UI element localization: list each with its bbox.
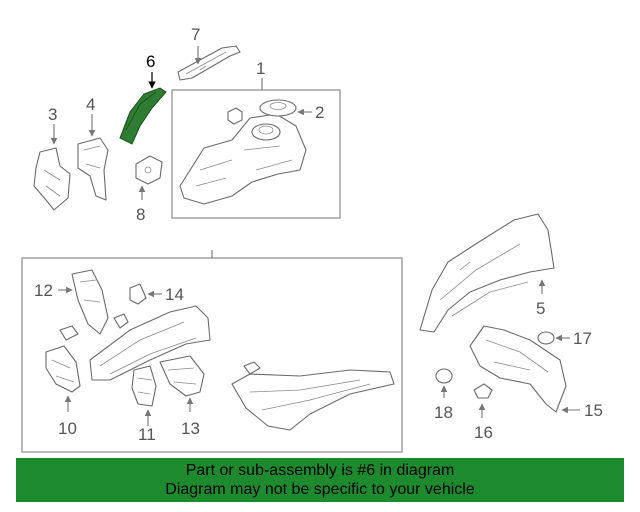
- callout-5: 5: [536, 299, 545, 318]
- callout-17: 17: [573, 329, 592, 348]
- part-18[interactable]: [435, 368, 453, 384]
- callout-16: 16: [474, 423, 493, 442]
- callout-2: 2: [315, 103, 324, 122]
- part-12[interactable]: [71, 269, 109, 335]
- part-15[interactable]: [469, 325, 567, 413]
- callout-3: 3: [48, 105, 57, 124]
- callout-6: 6: [146, 52, 155, 71]
- part-11[interactable]: [131, 365, 157, 407]
- callout-12: 12: [34, 281, 53, 300]
- part-1[interactable]: [179, 113, 307, 205]
- part-4[interactable]: [77, 137, 109, 201]
- part-14[interactable]: [129, 283, 147, 305]
- callout-4: 4: [86, 95, 95, 114]
- banner-line-1: Part or sub-assembly is #6 in diagram: [185, 462, 455, 479]
- part-13[interactable]: [159, 355, 205, 397]
- part-7[interactable]: [177, 45, 241, 81]
- clip-icon: [59, 325, 79, 341]
- banner-line-2: Diagram may not be specific to your vehi…: [165, 481, 475, 498]
- part-17[interactable]: [537, 331, 555, 345]
- part-5[interactable]: [419, 213, 555, 333]
- part-8[interactable]: [135, 155, 163, 185]
- callout-7: 7: [191, 25, 200, 44]
- part-6[interactable]: [119, 87, 167, 145]
- assembly-9-rail[interactable]: [89, 305, 211, 381]
- nut-icon: [227, 107, 243, 125]
- nut-icon-2: [113, 313, 129, 329]
- callout-1: 1: [256, 59, 265, 78]
- part-10[interactable]: [45, 345, 81, 393]
- part-3[interactable]: [33, 147, 71, 211]
- clip-icon-2: [243, 361, 261, 375]
- assembly-9-lower-rail[interactable]: [231, 369, 395, 431]
- parts-diagram: 7 6 3 4 8 1 2: [21, 25, 603, 453]
- part-16[interactable]: [473, 383, 493, 399]
- callout-11: 11: [138, 425, 156, 444]
- callout-13: 13: [181, 419, 200, 438]
- part-2[interactable]: [259, 99, 297, 117]
- group-box-1: [171, 89, 341, 219]
- notice-banner: Part or sub-assembly is #6 in diagram Di…: [16, 458, 624, 502]
- callout-10: 10: [58, 419, 77, 438]
- callout-14: 14: [165, 285, 184, 304]
- callout-18: 18: [434, 403, 453, 422]
- callout-8: 8: [136, 205, 145, 224]
- callout-15: 15: [584, 401, 603, 420]
